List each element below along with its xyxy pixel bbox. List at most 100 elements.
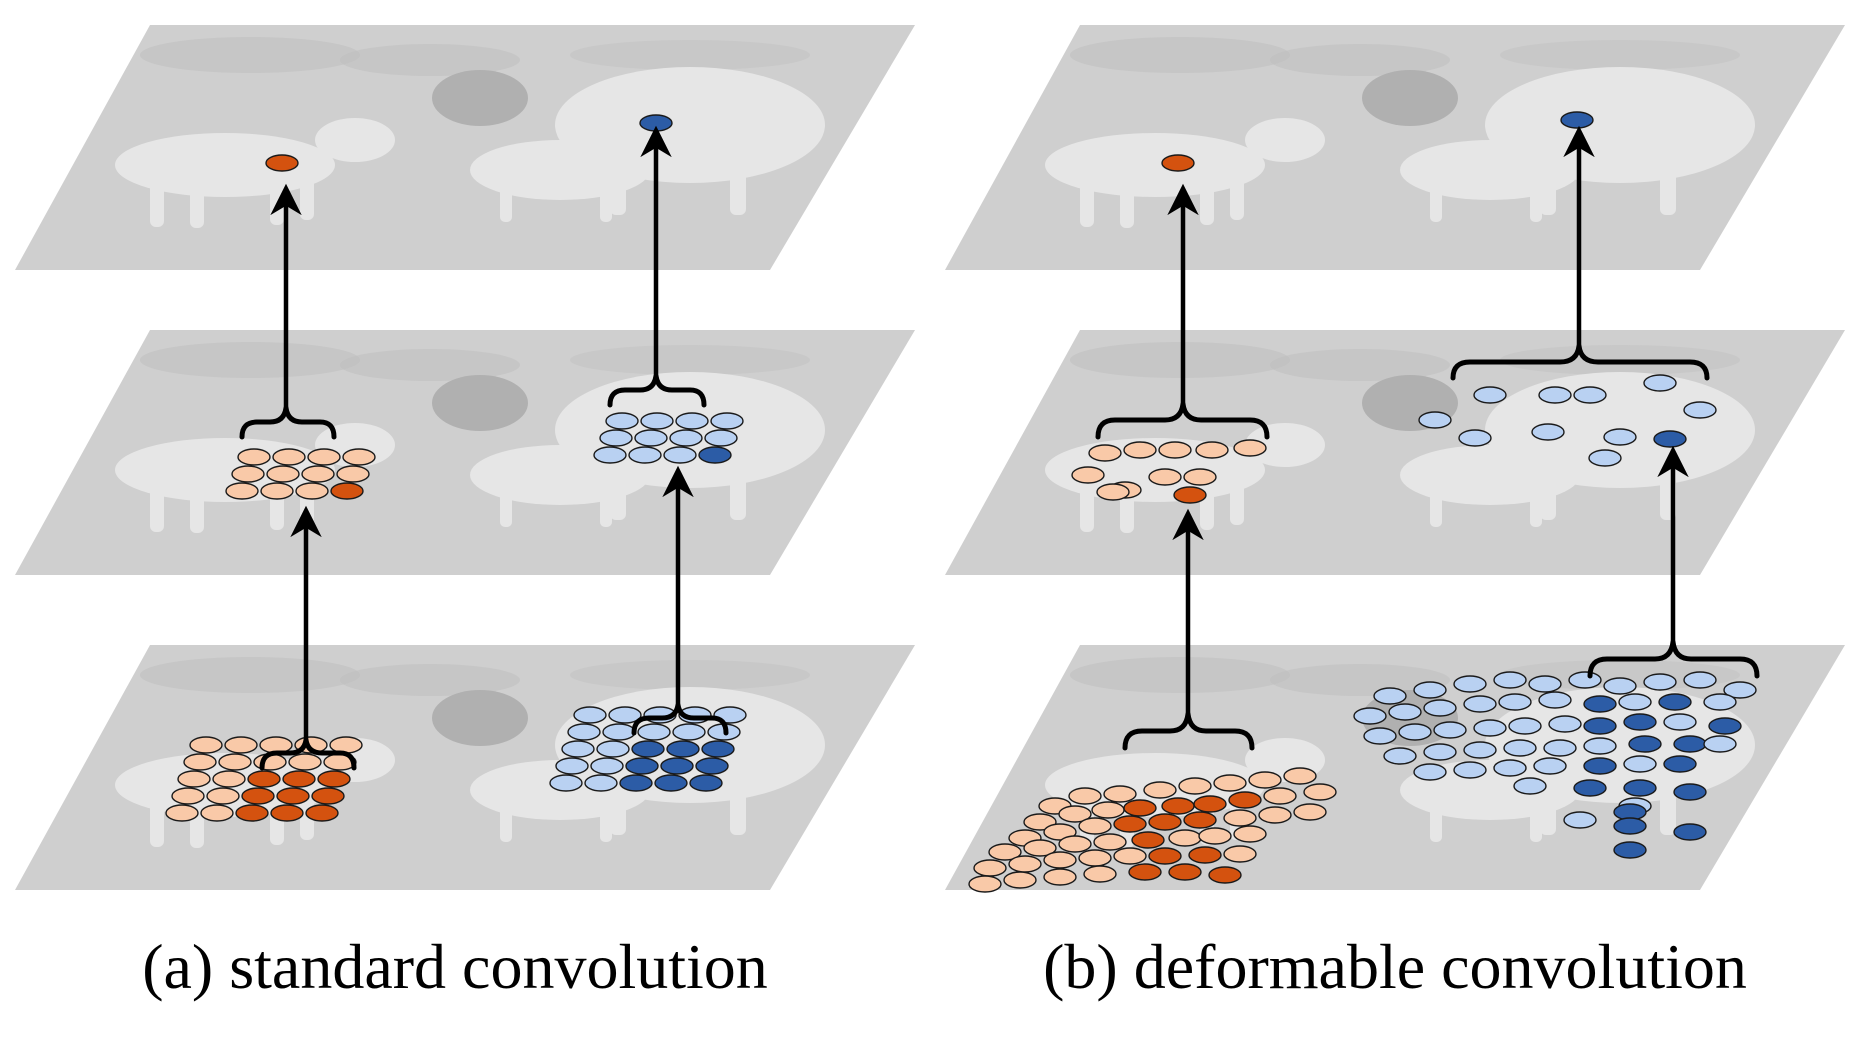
sampling-point-blue xyxy=(1663,755,1697,773)
sampling-point-blue xyxy=(1473,386,1507,404)
sampling-point-blue xyxy=(619,774,653,792)
sampling-point-orange xyxy=(1113,815,1147,833)
sampling-point-orange xyxy=(1228,791,1262,809)
sampling-point-blue xyxy=(625,757,659,775)
sampling-point-orange xyxy=(1148,468,1182,486)
sampling-point-blue xyxy=(1363,727,1397,745)
caption-deformable-convolution: (b) deformable convolution xyxy=(1043,931,1747,1002)
sampling-point-blue xyxy=(1388,703,1422,721)
sampling-point-blue xyxy=(1588,449,1622,467)
sampling-point-orange xyxy=(1293,803,1327,821)
sampling-point-orange xyxy=(1091,801,1125,819)
sampling-point-blue xyxy=(710,412,744,430)
sampling-point-orange xyxy=(1058,805,1092,823)
sampling-point-blue xyxy=(1531,423,1565,441)
sampling-point-blue xyxy=(599,429,633,447)
sampling-point-blue xyxy=(1663,713,1697,731)
sampling-point-blue xyxy=(1603,677,1637,695)
sampling-point-blue xyxy=(555,757,589,775)
sampling-point-orange xyxy=(311,787,345,805)
sampling-point-blue xyxy=(634,429,668,447)
sampling-point-orange xyxy=(1088,444,1122,462)
sampling-point-blue xyxy=(1613,841,1647,859)
sampling-point-blue xyxy=(561,740,595,758)
sampling-point-orange xyxy=(270,804,304,822)
sampling-point-blue xyxy=(1353,707,1387,725)
sampling-point-orange xyxy=(1043,868,1077,886)
sampling-point-blue xyxy=(1463,695,1497,713)
sampling-point-blue xyxy=(590,757,624,775)
sampling-point-orange xyxy=(1161,797,1195,815)
sampling-point-blue xyxy=(1508,717,1542,735)
sampling-point-orange xyxy=(1078,817,1112,835)
sampling-point-orange xyxy=(1096,483,1130,501)
sampling-point-blue xyxy=(1473,719,1507,737)
sampling-point-orange xyxy=(1058,835,1092,853)
sampling-point-orange xyxy=(1178,777,1212,795)
panel-a-sampling-points xyxy=(165,114,747,822)
sampling-point-blue xyxy=(1683,671,1717,689)
sampling-point-blue xyxy=(637,723,671,741)
sampling-point-blue xyxy=(1433,721,1467,739)
sampling-point-blue xyxy=(666,740,700,758)
sampling-point-blue xyxy=(1583,737,1617,755)
sampling-point-orange xyxy=(1233,439,1267,457)
sampling-point-blue xyxy=(1703,693,1737,711)
sampling-point-orange xyxy=(1123,799,1157,817)
sampling-point-orange xyxy=(237,448,271,466)
panel-a-plane-middle xyxy=(15,330,915,575)
sampling-point-orange xyxy=(276,787,310,805)
sampling-point-blue xyxy=(1453,675,1487,693)
sampling-point-blue xyxy=(663,446,697,464)
sampling-point-blue xyxy=(1603,428,1637,446)
sampling-point-blue xyxy=(1383,747,1417,765)
sampling-point-orange xyxy=(1158,441,1192,459)
sampling-point-blue xyxy=(1528,675,1562,693)
sampling-point-orange xyxy=(1258,806,1292,824)
sampling-point-blue xyxy=(704,429,738,447)
sampling-point-orange xyxy=(224,736,258,754)
sampling-point-orange xyxy=(307,448,341,466)
sampling-point-blue xyxy=(654,774,688,792)
sampling-point-blue xyxy=(1613,817,1647,835)
sampling-point-blue xyxy=(695,757,729,775)
activation-unit-blue xyxy=(639,114,673,132)
sampling-point-orange xyxy=(1113,847,1147,865)
sampling-point-blue xyxy=(1653,430,1687,448)
sampling-point-orange xyxy=(1168,829,1202,847)
sampling-point-blue xyxy=(1573,386,1607,404)
sampling-point-blue xyxy=(1643,374,1677,392)
sampling-point-orange xyxy=(968,875,1002,893)
sampling-point-orange xyxy=(1143,781,1177,799)
sampling-point-blue xyxy=(1623,713,1657,731)
activation-unit-orange xyxy=(265,154,299,172)
sampling-point-blue xyxy=(1658,693,1692,711)
sampling-point-blue xyxy=(1543,739,1577,757)
sampling-point-blue xyxy=(628,446,662,464)
sampling-point-blue xyxy=(1493,759,1527,777)
sampling-point-orange xyxy=(288,753,322,771)
sampling-point-orange xyxy=(231,465,265,483)
sampling-point-blue xyxy=(660,757,694,775)
sampling-point-orange xyxy=(1148,847,1182,865)
sampling-point-blue xyxy=(549,774,583,792)
sampling-point-blue xyxy=(1623,779,1657,797)
sampling-point-orange xyxy=(1223,845,1257,863)
sampling-point-blue xyxy=(596,740,630,758)
sampling-point-blue xyxy=(1673,783,1707,801)
sampling-point-orange xyxy=(330,482,364,500)
sampling-point-orange xyxy=(206,787,240,805)
sampling-point-orange xyxy=(1193,795,1227,813)
sampling-point-blue xyxy=(573,706,607,724)
sampling-point-orange xyxy=(1103,785,1137,803)
caption-standard-convolution: (a) standard convolution xyxy=(142,931,768,1002)
sampling-point-blue xyxy=(1583,695,1617,713)
sampling-point-orange xyxy=(1195,441,1229,459)
sampling-point-orange xyxy=(1148,813,1182,831)
sampling-point-blue xyxy=(1683,401,1717,419)
sampling-point-blue xyxy=(1623,755,1657,773)
activation-unit-blue xyxy=(1560,111,1594,129)
sampling-point-orange xyxy=(1123,441,1157,459)
sampling-point-blue xyxy=(672,723,706,741)
sampling-point-orange xyxy=(1093,833,1127,851)
